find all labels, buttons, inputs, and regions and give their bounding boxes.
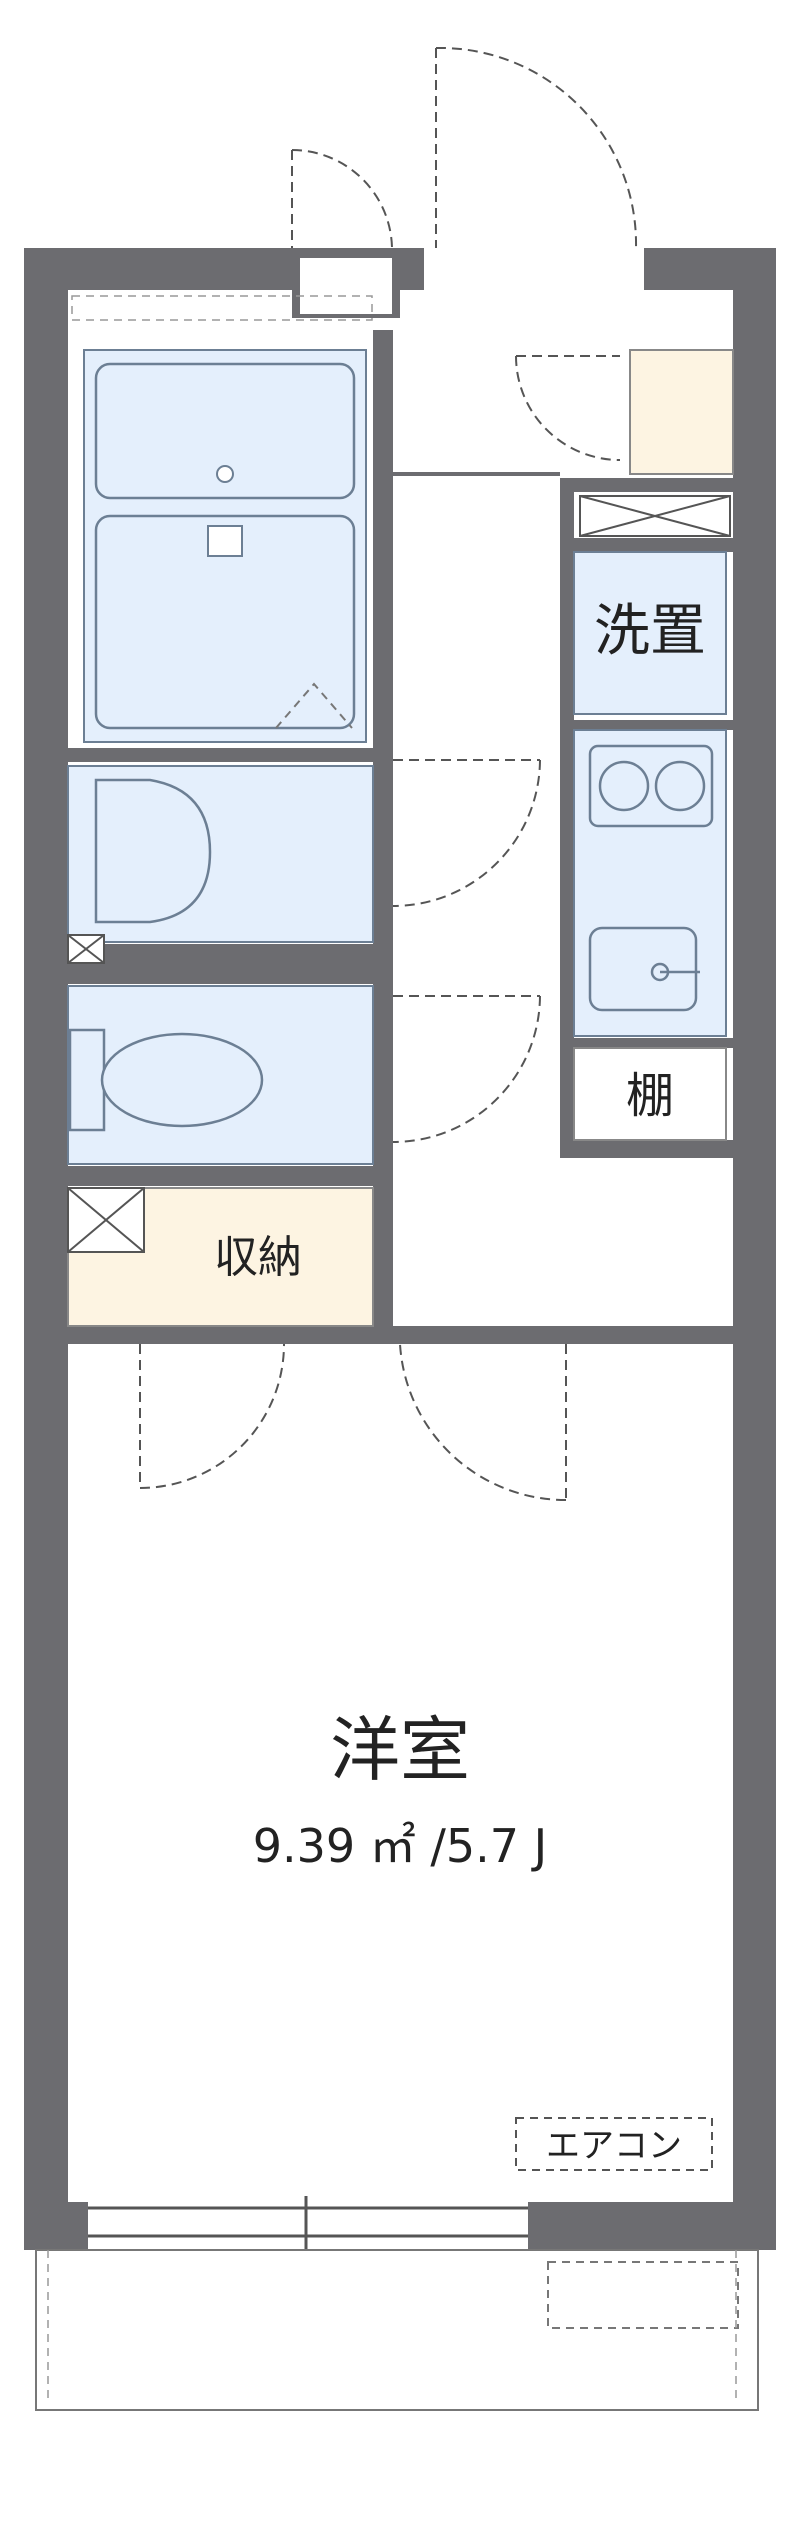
balcony bbox=[35, 2249, 759, 2411]
laundry-area: 洗置 bbox=[573, 551, 727, 715]
air-conditioner: エアコン bbox=[515, 2117, 713, 2171]
washbasin-icon bbox=[94, 778, 212, 924]
western-room-name: 洋室 bbox=[330, 1709, 470, 1791]
interior-doors bbox=[139, 355, 621, 1502]
air-conditioner-label: エアコン bbox=[546, 2126, 682, 2166]
western-room: 洋室 9.39 ㎡ /5.7 J bbox=[253, 1709, 548, 1873]
closet: 収納 bbox=[67, 1187, 374, 1327]
bath-drain-icon bbox=[216, 465, 234, 483]
western-room-area: 9.39 ㎡ /5.7 J bbox=[253, 1819, 548, 1873]
bath-floor bbox=[94, 514, 356, 730]
laundry-label: 洗置 bbox=[594, 599, 706, 664]
closet-label: 収納 bbox=[214, 1232, 302, 1283]
kitchen bbox=[573, 729, 727, 1037]
entrance-door bbox=[291, 46, 638, 249]
toilet-room bbox=[67, 985, 374, 1165]
shelf: 棚 bbox=[573, 1047, 727, 1141]
bathroom bbox=[71, 295, 373, 743]
shoe-box bbox=[579, 349, 734, 537]
shelf-label: 棚 bbox=[626, 1068, 674, 1124]
bathtub bbox=[94, 362, 356, 500]
washroom bbox=[67, 765, 374, 964]
toilet-icon bbox=[100, 1032, 264, 1128]
kitchen-sink-icon bbox=[588, 926, 698, 1012]
interior-walls bbox=[68, 330, 733, 1344]
